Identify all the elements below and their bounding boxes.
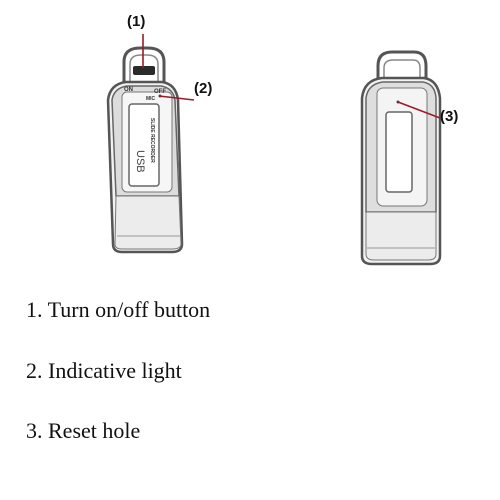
- callout-1: (1): [127, 13, 146, 30]
- legend-item-power-button: 1. Turn on/off button: [26, 297, 211, 322]
- mic-label: MIC: [146, 96, 156, 102]
- reset-window: [385, 111, 413, 193]
- recorder-front-view: ON OFF MIC SLIDE RECORDER USB: [106, 34, 195, 254]
- recorder-label: SLIDE RECORDER: [149, 118, 155, 163]
- legend-item-reset-hole: 3. Reset hole: [26, 418, 141, 443]
- pointer-line-3: [397, 101, 441, 119]
- pointer-line-2: [158, 95, 195, 101]
- keyring-loop-back: [376, 50, 428, 80]
- recorder-back-view: [360, 50, 442, 266]
- device-diagram: ON OFF MIC SLIDE RECORDER USB: [106, 34, 442, 266]
- callout-3: (3): [440, 108, 459, 125]
- keyring-loop-front: [122, 46, 166, 84]
- off-label: OFF: [154, 89, 166, 95]
- callout-2: (2): [194, 80, 213, 97]
- on-label: ON: [124, 87, 133, 93]
- usb-label-window: [128, 103, 160, 187]
- power-switch: [133, 66, 155, 75]
- legend-item-indicator-light: 2. Indicative light: [26, 358, 182, 383]
- usb-label: USB: [134, 150, 146, 173]
